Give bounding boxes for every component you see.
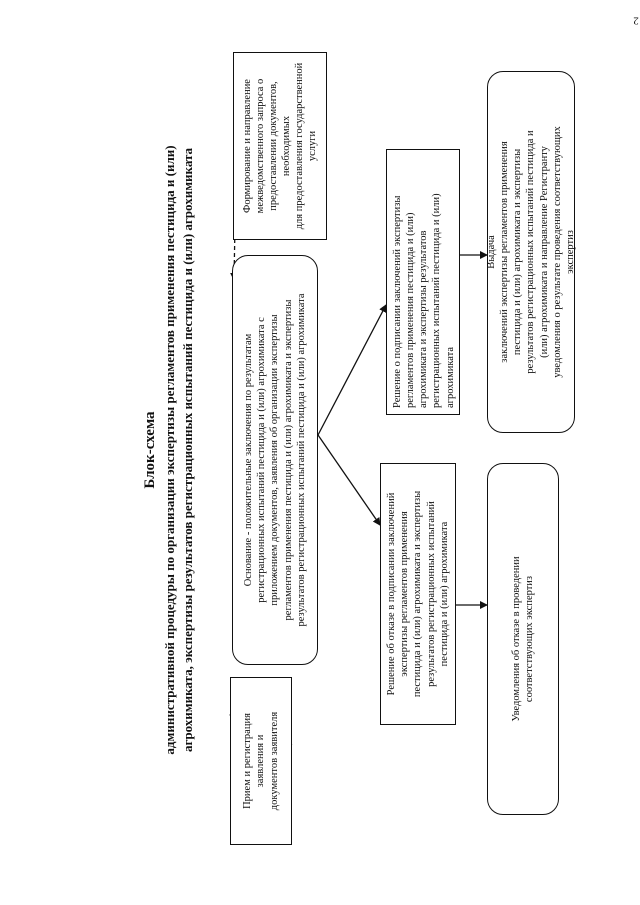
interagency-line: межведомственного запроса о [254, 78, 266, 214]
reception-line: документов заявителя [268, 711, 280, 811]
arrow-basis-to-signing [317, 304, 387, 436]
refusal-decision-line: пестицида и (или) агрохимиката и эксперт… [412, 490, 424, 698]
basis-line: Основание - положительные заключения по … [243, 333, 255, 587]
signing-decision-line: регламентов применения пестицида и (или) [405, 212, 417, 408]
refusal-decision-line: экспертизы регламентов применения [399, 511, 411, 677]
issuance-line: пестицида и (или) агрохимиката и эксперт… [512, 148, 524, 356]
interagency-line: Формирование и направление [241, 79, 253, 213]
arrow-basis-to-refusal [317, 434, 381, 526]
refusal-decision-line: пестицида и (или) агрохимиката [438, 521, 450, 667]
interagency-line: услуги [307, 130, 319, 162]
refusal-notice-line: соответствующих экспертиз [524, 575, 535, 703]
refusal-notice-box: Уведомления об отказе в проведении соотв… [487, 463, 559, 815]
reception-line: заявления и [255, 734, 267, 788]
basis-line: результатов регистрационных испытаний пе… [295, 293, 307, 627]
interagency-line: для предоставления государственной [294, 62, 306, 230]
issuance-line: экспертиз [564, 230, 576, 274]
rotated-flowchart-page: 2 Блок-схема административной процедуры … [50, 14, 639, 865]
basis-line: приложением документов, заявления об орг… [269, 314, 281, 606]
interagency-request-box: Формирование и направление межведомствен… [233, 52, 327, 240]
page-number: 2 [633, 14, 639, 27]
interagency-line: предоставлении документов, необходимых [267, 81, 292, 211]
reception-box: Прием и регистрация заявления и документ… [230, 677, 292, 845]
refusal-decision-line: результатов регистрационных испытаний [425, 501, 437, 687]
basis-line: регламентов применения пестицида и (или)… [282, 299, 294, 621]
refusal-notice-line: Уведомления об отказе в проведении [510, 556, 522, 722]
refusal-decision-line: Решение об отказе в подписании заключени… [386, 492, 398, 696]
basis-line: регистрационных испытаний пестицида и (и… [256, 317, 268, 603]
refusal-decision-box: Решение об отказе в подписании заключени… [380, 463, 456, 725]
signing-decision-line: регистрационных испытаний пестицида и (и… [431, 193, 443, 408]
signing-decision-box: Решение о подписании заключений эксперти… [386, 149, 460, 415]
signing-decision-line: агрохимиката и экспертизы результатов [418, 230, 430, 409]
signing-decision-line: Решение о подписании заключений эксперти… [392, 195, 403, 408]
issuance-line: уведомления о результате проведения соот… [551, 126, 563, 378]
issuance-box: Выдача заключений экспертизы регламентов… [486, 71, 576, 433]
issuance-line: Выдача [486, 235, 498, 269]
signing-decision-line: агрохимиката [444, 346, 456, 408]
issuance-line: заключений экспертизы регламентов примен… [499, 141, 511, 363]
basis-box: Основание - положительные заключения по … [232, 255, 318, 665]
issuance-line: результатов регистрационных испытаний пе… [525, 130, 537, 374]
reception-line: Прием и регистрация [242, 713, 254, 809]
issuance-line: (или) агрохимиката и направление Регистр… [538, 146, 550, 358]
